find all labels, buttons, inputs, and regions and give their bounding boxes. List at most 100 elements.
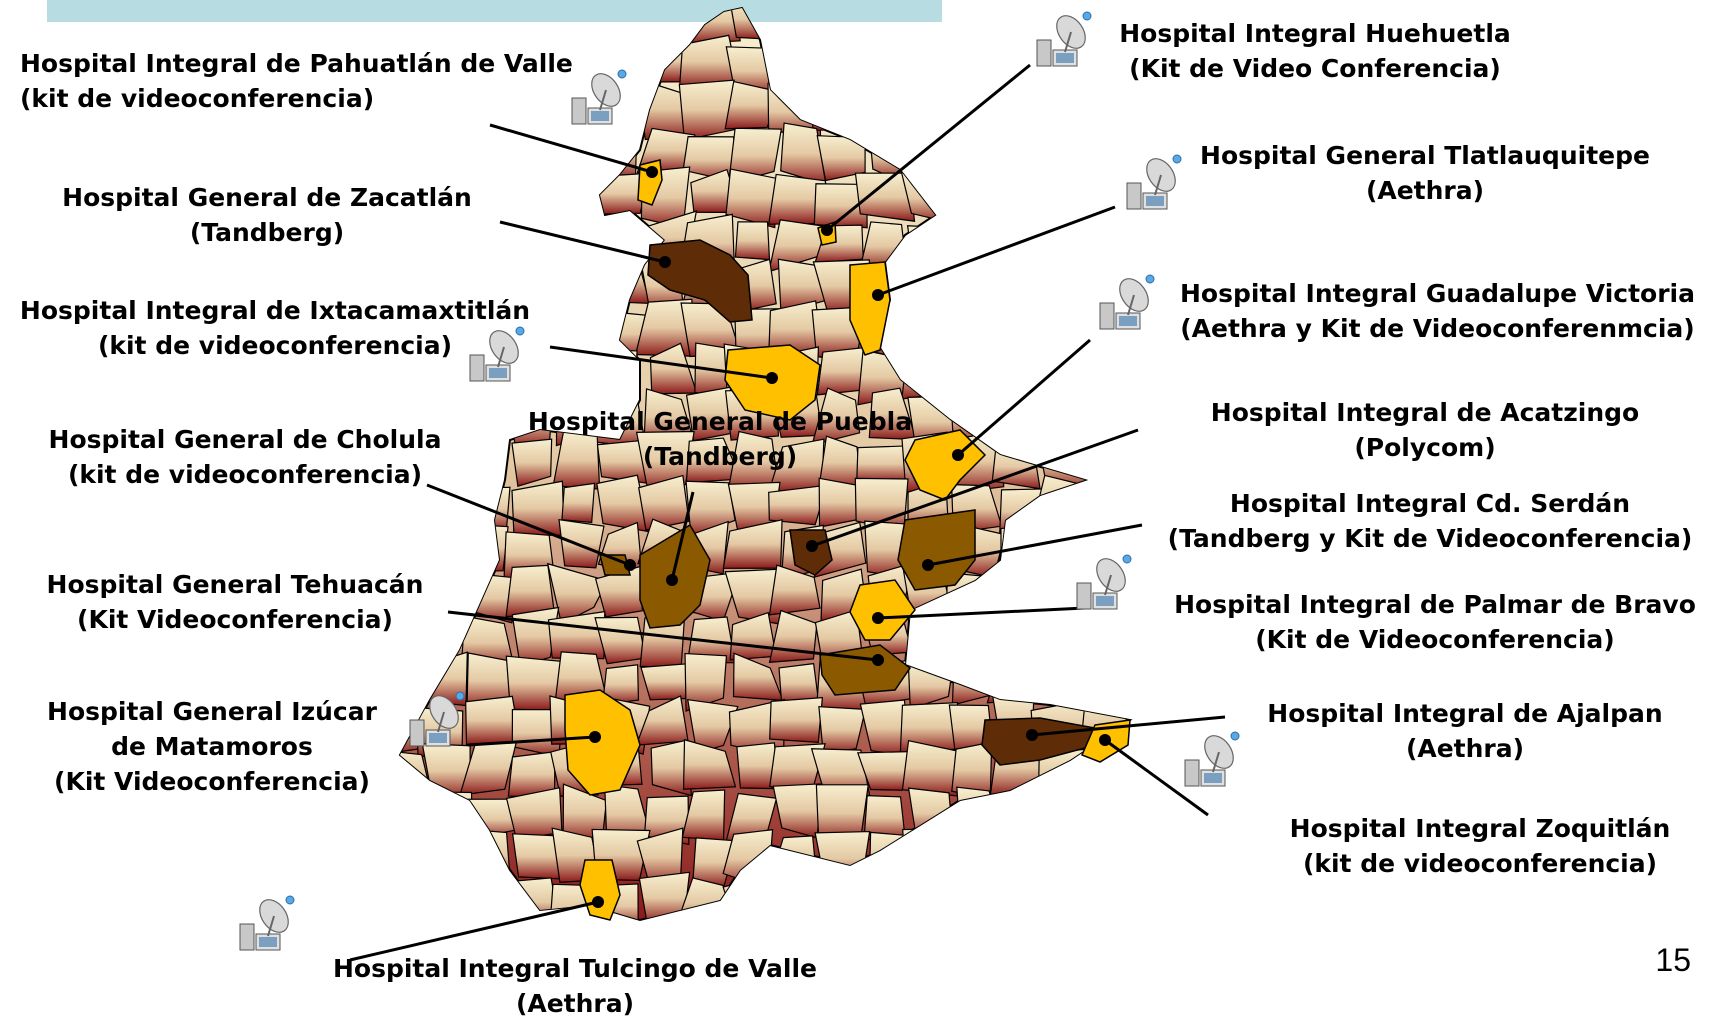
municipality-region <box>811 80 859 132</box>
municipality-region <box>1132 873 1181 925</box>
page-number: 15 <box>1655 942 1691 978</box>
municipality-region <box>902 828 961 884</box>
municipality-region <box>1076 607 1127 669</box>
municipality-region <box>768 484 828 526</box>
municipality-region <box>1124 709 1130 755</box>
satellite-dish-computer-icon <box>1076 554 1132 610</box>
municipality-region <box>1038 169 1085 229</box>
municipality-region <box>466 872 514 920</box>
municipality-region <box>549 8 602 50</box>
municipality-region <box>679 8 741 45</box>
municipality-region <box>504 8 565 46</box>
municipality-region <box>468 524 509 573</box>
municipality-region <box>1123 85 1130 138</box>
municipality-region <box>993 873 1047 920</box>
municipality-region <box>638 474 690 531</box>
municipality-region <box>1032 616 1089 665</box>
municipality-region <box>592 255 651 305</box>
municipality-region <box>811 38 863 94</box>
label-ajalpan: Hospital Integral de Ajalpan (Aethra) <box>1267 699 1663 763</box>
municipality-region <box>858 914 914 920</box>
label-palmar-de-bravo: Hospital Integral de Palmar de Bravo (Ki… <box>1174 590 1696 654</box>
municipality-region <box>1121 655 1130 712</box>
satellite-dish-computer-icon <box>469 326 525 382</box>
municipality-region <box>511 438 553 487</box>
municipality-region <box>818 706 867 755</box>
municipality-region <box>727 127 783 185</box>
municipality-region <box>596 8 640 52</box>
label-ixtacamaxtitlan: Hospital Integral de Ixtacamaxtitlán (ki… <box>19 296 531 360</box>
municipality-region <box>554 166 596 229</box>
municipality-region <box>1045 131 1088 178</box>
municipality-region <box>682 738 737 790</box>
municipality-region <box>825 871 866 920</box>
municipality-region <box>946 210 1006 273</box>
municipality-region <box>684 652 728 712</box>
municipality-region <box>900 34 960 85</box>
municipality-region <box>419 832 469 890</box>
region-cholula <box>599 554 631 576</box>
municipality-region <box>561 482 596 524</box>
municipality-region <box>400 527 433 567</box>
municipality-region <box>1030 84 1084 138</box>
municipality-region <box>462 135 516 175</box>
municipality-region <box>942 613 1001 664</box>
municipality-region <box>907 787 954 840</box>
municipality-region <box>944 351 998 396</box>
label-tlatlauquitepe: Hospital General Tlatlauquitepe (Aethra) <box>1200 141 1650 205</box>
municipality-region <box>734 221 771 261</box>
municipality-region <box>999 175 1049 220</box>
municipality-region <box>650 739 693 797</box>
municipality-region <box>991 257 1034 304</box>
municipality-region <box>957 880 1004 920</box>
municipality-region <box>1127 221 1130 267</box>
municipality-region <box>899 305 952 348</box>
municipality-region <box>1080 348 1130 405</box>
satellite-dish-computer-icon <box>1036 11 1092 67</box>
region-palmar-de-bravo <box>849 579 916 641</box>
municipality-region <box>1076 786 1130 837</box>
municipality-region <box>1122 741 1130 798</box>
municipality-region <box>400 827 425 883</box>
municipality-region <box>1077 124 1130 182</box>
satellite-dish-computer-icon <box>409 691 465 747</box>
satellite-dish-computer-icon <box>571 69 627 125</box>
municipality-region <box>1033 263 1086 317</box>
satellite-dish-computer-icon <box>1099 274 1155 330</box>
municipality-region <box>638 871 691 920</box>
municipality-region <box>906 8 955 51</box>
label-acatzingo: Hospital Integral de Acatzingo (Polycom) <box>1210 398 1640 462</box>
municipality-region <box>1079 482 1129 529</box>
municipality-region <box>854 172 916 222</box>
municipality-region <box>867 880 912 920</box>
municipality-region <box>678 79 735 141</box>
municipality-region <box>558 518 605 569</box>
label-pahuatlan: Hospital Integral de Pahuatlán de Valle … <box>20 49 573 113</box>
municipality-region <box>986 662 1041 704</box>
municipality-region <box>724 80 781 130</box>
municipality-region <box>907 254 955 313</box>
municipality-region <box>987 125 1038 179</box>
label-tehuacan: Hospital General Tehuacán (Kit Videoconf… <box>46 570 424 634</box>
municipality-region <box>642 8 694 40</box>
municipality-region <box>1127 347 1130 396</box>
municipality-region <box>470 8 514 54</box>
municipality-region <box>820 8 862 49</box>
municipality-region <box>944 125 994 171</box>
municipality-region <box>417 885 478 920</box>
municipality-region <box>1031 880 1092 920</box>
municipality-region <box>813 183 868 229</box>
label-zacatlan: Hospital General de Zacatlán (Tandberg) <box>62 183 472 247</box>
municipality-region <box>956 786 1002 845</box>
municipality-region <box>778 662 820 705</box>
municipality-region <box>993 571 1037 622</box>
municipality-region <box>465 389 515 438</box>
municipality-region <box>986 220 1046 273</box>
label-izucar: Hospital General Izúcar de Matamoros (Ki… <box>47 697 377 796</box>
municipality-region <box>1075 661 1130 713</box>
municipality-region <box>868 831 918 886</box>
label-puebla: Hospital General de Puebla (Tandberg) <box>527 407 913 471</box>
municipality-region <box>944 833 1006 879</box>
municipality-region <box>1034 660 1092 705</box>
